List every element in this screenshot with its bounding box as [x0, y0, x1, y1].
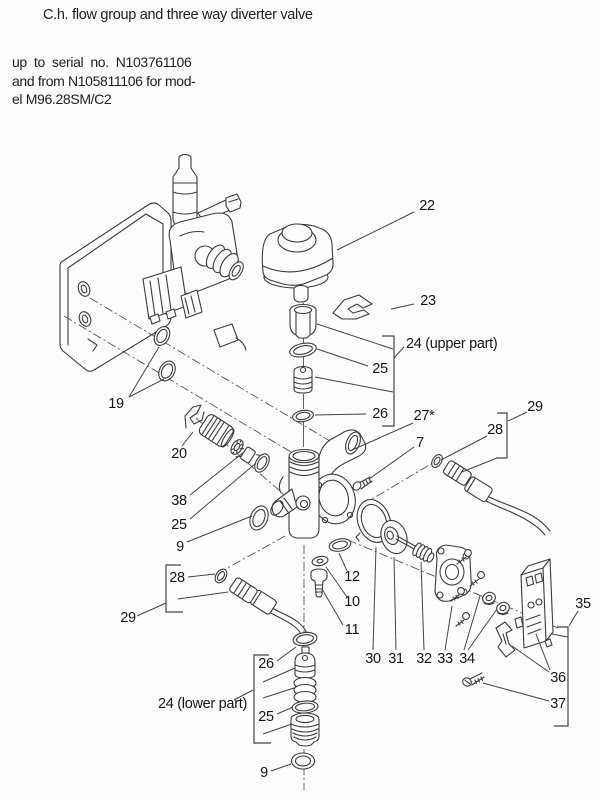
sensor-right [431, 454, 551, 536]
flow-group-assembly [142, 153, 247, 351]
leader-lines [128, 211, 579, 772]
actuator-head [261, 223, 334, 303]
cartridge-stack-upper [289, 303, 317, 447]
diaphragm-group [355, 499, 510, 627]
serial-note-line: el M96.28SM/C2 [12, 91, 112, 107]
switch-clip [495, 621, 516, 658]
screw-7 [352, 476, 373, 491]
valve-body [270, 429, 373, 539]
cartridge-stack-lower [290, 631, 320, 770]
sensor-left [214, 568, 309, 640]
screw-37 [462, 672, 485, 687]
left-pocket-parts [184, 404, 270, 531]
group-brackets [165, 335, 569, 744]
serial-note-line: up to serial no. N103761106 [12, 54, 192, 70]
microswitch [514, 558, 554, 649]
heat-exchanger [59, 202, 175, 372]
serial-note: up to serial no. N103761106 and from N10… [12, 53, 196, 109]
page-title: C.h. flow group and three way diverter v… [43, 7, 313, 23]
cover-screws [450, 549, 485, 627]
bypass-screw-group [310, 538, 352, 598]
retaining-clip [332, 294, 373, 320]
serial-note-line: and from N105811106 for mod- [12, 72, 196, 89]
